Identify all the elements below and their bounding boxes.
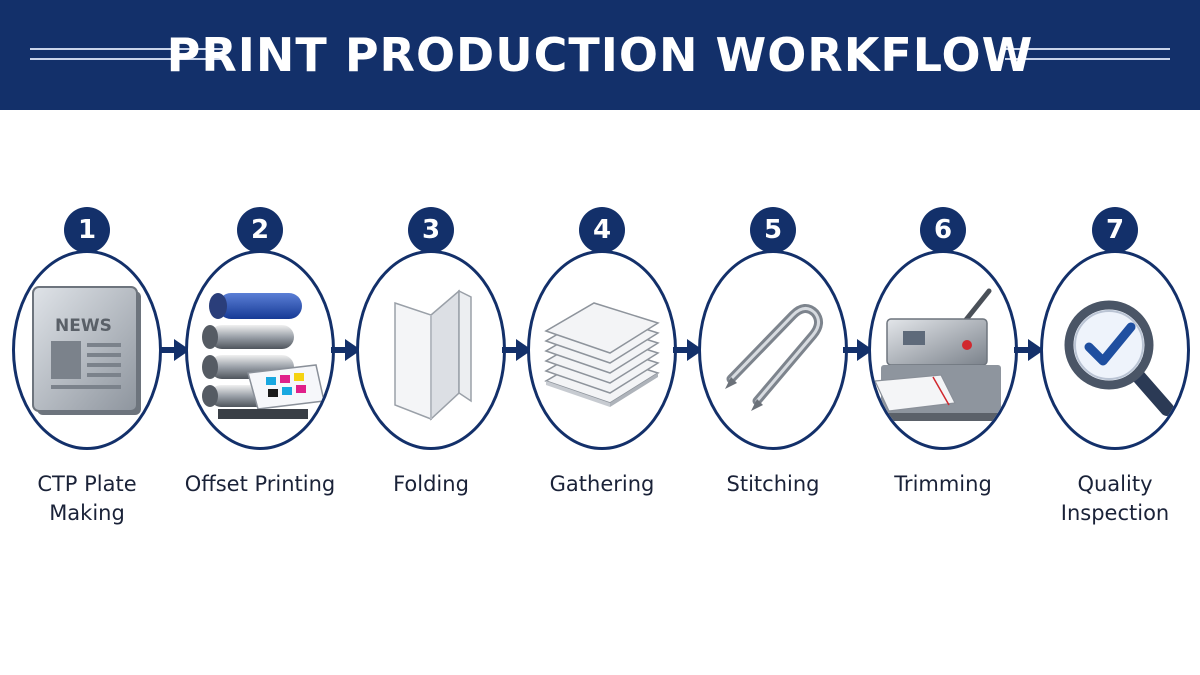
flow-arrow-icon: [673, 339, 703, 361]
step-number-badge: 4: [579, 207, 625, 253]
step-gathering: 4 Gathering: [527, 0, 677, 675]
step-number-badge: 7: [1092, 207, 1138, 253]
header-banner: PRINT PRODUCTION WORKFLOW: [0, 0, 1200, 110]
step-label: Gathering: [549, 472, 655, 496]
step-icon-frame: NEWS: [12, 250, 162, 450]
step-label: Trimming: [894, 472, 992, 496]
magnifier-check-icon: [1064, 300, 1174, 416]
step-label: CTP Plate Making: [37, 472, 137, 525]
step-label: Offset Printing: [184, 472, 336, 496]
step-icon-frame: [868, 250, 1018, 450]
flow-arrow-icon: [502, 339, 532, 361]
step-label: Folding: [393, 472, 469, 496]
staple-icon: [725, 304, 823, 411]
header-rule-right: [1005, 58, 1170, 60]
flow-arrow-icon: [1014, 339, 1044, 361]
step-folding: 3 Folding: [356, 0, 506, 675]
flow-arrow-icon: [843, 339, 873, 361]
plate-news-text: NEWS: [55, 316, 112, 336]
paper-stack-icon: [544, 302, 660, 407]
step-icon-frame: [1040, 250, 1190, 450]
flow-arrow-icon: [160, 339, 190, 361]
step-number-badge: 6: [920, 207, 966, 253]
step-icon-frame: [698, 250, 848, 450]
step-ctp-plate-making: 1 NEWS CTP Plate Making: [12, 0, 162, 675]
step-label: Stitching: [726, 472, 820, 496]
step-icon-frame: [185, 250, 335, 450]
paper-cutter-icon: [874, 288, 1001, 421]
header-rule-right: [1005, 48, 1170, 50]
folded-sheet-icon: [394, 289, 472, 421]
flow-arrow-icon: [331, 339, 361, 361]
step-label: Quality Inspection: [1060, 472, 1170, 525]
step-icon-frame: [527, 250, 677, 450]
step-number-badge: 5: [750, 207, 796, 253]
page-title: PRINT PRODUCTION WORKFLOW: [166, 28, 1034, 82]
step-trimming: 6 Trimming: [868, 0, 1018, 675]
header-rule-left: [30, 58, 225, 60]
step-number-badge: 3: [408, 207, 454, 253]
step-icon-frame: [356, 250, 506, 450]
step-number-badge: 2: [237, 207, 283, 253]
offset-press-icon: [202, 293, 325, 419]
step-offset-printing: 2: [185, 0, 335, 675]
step-number-badge: 1: [64, 207, 110, 253]
step-stitching: 5 Stitching: [698, 0, 848, 675]
ctp-plate-icon: NEWS: [32, 286, 141, 415]
header-rule-left: [30, 48, 225, 50]
step-quality-inspection: 7 Quality Inspection: [1040, 0, 1190, 675]
